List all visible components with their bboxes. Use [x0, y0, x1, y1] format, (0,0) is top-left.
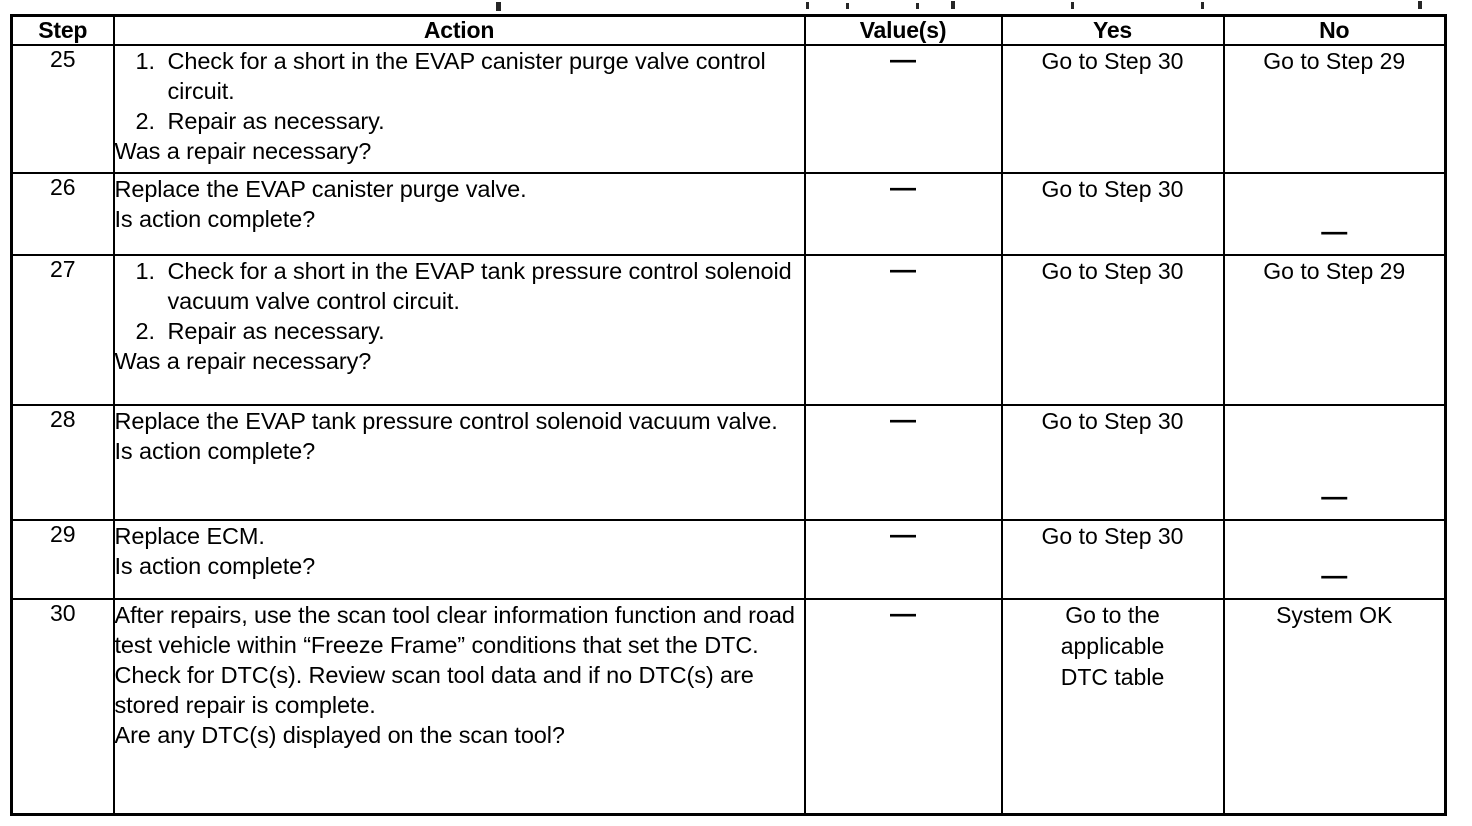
no-outcome-cell: Go to Step 29	[1222, 43, 1447, 175]
action-item-text: Check for a short in the EVAP canister p…	[167, 48, 766, 104]
yes-outcome-cell: Go to Step 30	[1000, 43, 1225, 175]
action-question: Is action complete?	[114, 553, 316, 580]
column-header-no: No	[1222, 14, 1447, 46]
action-cell: 1. Check for a short in the EVAP tank pre…	[112, 254, 806, 406]
scan-speckle	[1071, 2, 1074, 9]
scan-speckle	[1418, 1, 1422, 9]
action-question: Are any DTC(s) displayed on the scan too…	[114, 721, 565, 748]
action-numbered-list: 1. Check for a short in the EVAP canister…	[115, 46, 804, 136]
value-cell: —	[803, 403, 1003, 522]
column-header-step: Step	[10, 14, 115, 46]
action-list-item: 1. Check for a short in the EVAP canister…	[115, 46, 804, 106]
action-question: Is action complete?	[114, 437, 316, 464]
column-header-values: Value(s)	[803, 14, 1003, 46]
value-cell: —	[803, 519, 1003, 600]
scan-speckle	[806, 2, 809, 9]
table-row: 30 After repairs, use the scan tool clea…	[10, 597, 1447, 816]
step-number-cell: 25	[10, 43, 115, 175]
table-header: Step Action Value(s) Yes No	[10, 14, 1447, 46]
value-cell: —	[803, 43, 1003, 175]
yes-outcome-line: DTC table	[1060, 663, 1165, 690]
action-list-item: 1. Check for a short in the EVAP tank pre…	[115, 256, 804, 316]
action-item-text: After repairs, use the scan tool clear i…	[114, 601, 795, 718]
yes-outcome-cell: Go to Step 30	[1000, 172, 1225, 257]
table-body: 25 1. Check for a short in the EVAP canis…	[10, 43, 1447, 816]
action-question: Is action complete?	[114, 206, 316, 233]
step-number-cell: 27	[10, 254, 115, 406]
no-outcome-cell: —	[1222, 519, 1447, 600]
no-outcome-cell: —	[1222, 403, 1447, 522]
no-outcome-cell: System OK	[1222, 597, 1447, 816]
yes-outcome-line: applicable	[1060, 632, 1165, 659]
header-row: Step Action Value(s) Yes No	[10, 14, 1447, 46]
action-numbered-list: 1. Check for a short in the EVAP tank pre…	[115, 256, 804, 346]
action-item-number: 1.	[135, 258, 156, 285]
action-item-number: 2.	[135, 108, 156, 134]
action-cell: 1. Check for a short in the EVAP canister…	[112, 43, 806, 175]
scan-speckle	[846, 3, 849, 9]
action-item-text: Replace the EVAP canister purge valve.	[114, 176, 527, 203]
scan-speckle	[951, 1, 955, 9]
scan-speckle	[1201, 2, 1204, 9]
value-cell: —	[803, 597, 1003, 816]
table-row: 29 Replace ECM. Is action complete? — Go…	[10, 519, 1447, 600]
table-row: 28 Replace the EVAP tank pressure contro…	[10, 403, 1447, 522]
action-cell: Replace the EVAP canister purge valve. I…	[112, 172, 806, 257]
column-header-action: Action	[112, 14, 806, 46]
yes-outcome-cell: Go to Step 30	[1000, 519, 1225, 600]
action-list-item: 2. Repair as necessary.	[115, 316, 804, 346]
action-item-text: Replace the EVAP tank pressure control s…	[114, 407, 778, 434]
action-item-text: Replace ECM.	[114, 523, 265, 550]
step-number-cell: 30	[10, 597, 115, 816]
diagnostic-table-container: Step Action Value(s) Yes No 25 1. Check f…	[10, 14, 1447, 816]
action-item-number: 2.	[135, 318, 156, 345]
action-item-text: Repair as necessary.	[167, 108, 385, 134]
value-cell: —	[803, 172, 1003, 257]
action-item-text: Check for a short in the EVAP tank press…	[167, 258, 792, 315]
step-number-cell: 28	[10, 403, 115, 522]
action-item-text: Repair as necessary.	[167, 318, 385, 345]
scan-speckle	[496, 2, 501, 11]
action-question: Was a repair necessary?	[114, 348, 372, 375]
yes-outcome-cell: Go to the applicable DTC table	[1000, 597, 1225, 816]
yes-outcome-cell: Go to Step 30	[1000, 254, 1225, 406]
action-list-item: 2. Repair as necessary.	[115, 106, 804, 136]
action-cell: Replace the EVAP tank pressure control s…	[112, 403, 806, 522]
action-item-number: 1.	[135, 48, 156, 74]
column-header-yes: Yes	[1000, 14, 1225, 46]
yes-outcome-line: Go to the	[1065, 601, 1160, 628]
value-cell: —	[803, 254, 1003, 406]
yes-outcome-cell: Go to Step 30	[1000, 403, 1225, 522]
action-cell: After repairs, use the scan tool clear i…	[112, 597, 806, 816]
step-number-cell: 26	[10, 172, 115, 257]
no-outcome-cell: —	[1222, 172, 1447, 257]
diagnostic-step-table: Step Action Value(s) Yes No 25 1. Check f…	[10, 14, 1447, 816]
action-cell: Replace ECM. Is action complete?	[112, 519, 806, 600]
no-outcome-cell: Go to Step 29	[1222, 254, 1447, 406]
table-row: 26 Replace the EVAP canister purge valve…	[10, 172, 1447, 257]
table-row: 25 1. Check for a short in the EVAP canis…	[10, 43, 1447, 175]
action-question: Was a repair necessary?	[114, 138, 372, 164]
table-row: 27 1. Check for a short in the EVAP tank …	[10, 254, 1447, 406]
step-number-cell: 29	[10, 519, 115, 600]
scan-speckle	[916, 3, 919, 9]
